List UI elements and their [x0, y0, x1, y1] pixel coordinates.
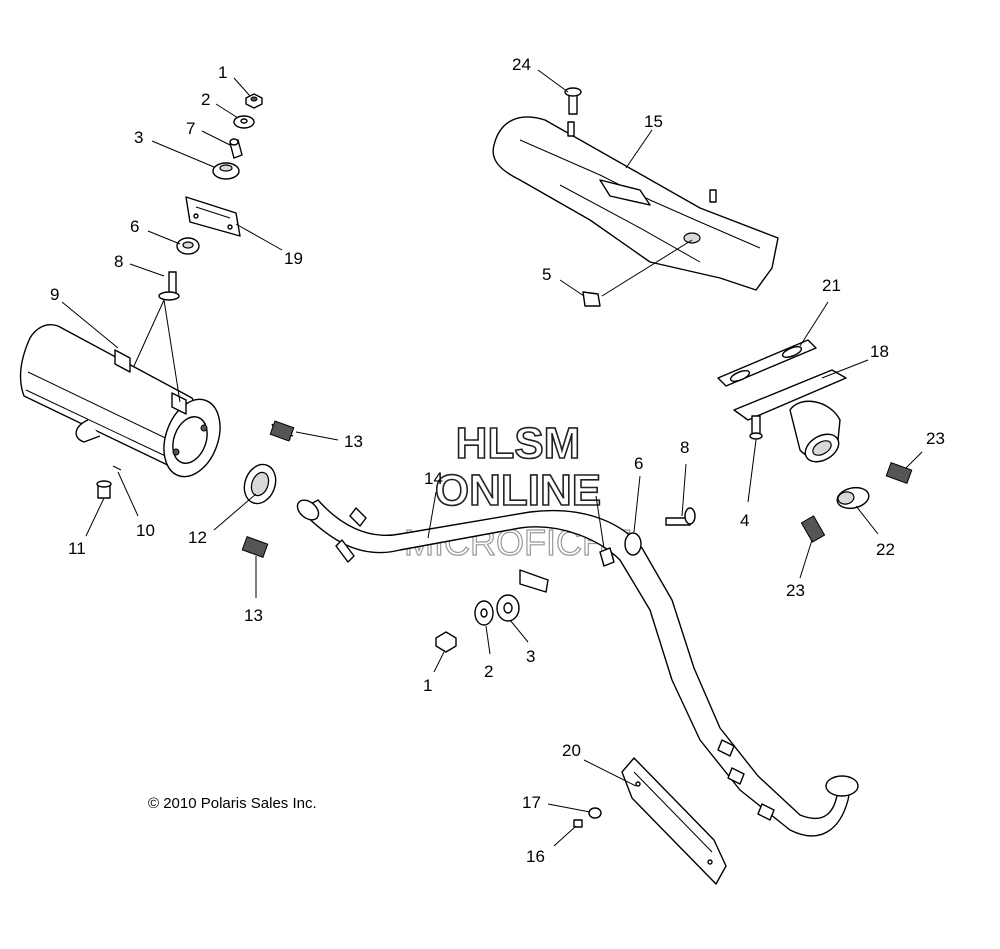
gasket-12 — [243, 463, 277, 505]
callout-12: 12 — [188, 528, 207, 547]
heat-shield — [492, 116, 779, 291]
callout-18: 18 — [870, 342, 889, 361]
callout-5: 5 — [542, 265, 551, 284]
spring-upper — [269, 420, 295, 442]
callout-labels: 1 2 7 3 19 6 8 9 13 10 11 12 13 24 15 5 … — [50, 55, 945, 866]
leader-lines — [61, 69, 923, 847]
spring-23-lower — [800, 515, 826, 543]
nut-top — [245, 93, 263, 109]
callout-3: 3 — [134, 128, 143, 147]
watermark-line1: HLSM — [456, 419, 581, 468]
callout-9: 9 — [50, 285, 59, 304]
callout-23-lower: 23 — [786, 581, 805, 600]
flange-18 — [733, 369, 847, 463]
callout-2-lower: 2 — [484, 662, 493, 681]
callout-10: 10 — [136, 521, 155, 540]
washer-6-right — [624, 532, 642, 556]
callout-1: 1 — [218, 63, 227, 82]
stud-4 — [749, 415, 763, 440]
callout-13-upper: 13 — [344, 432, 363, 451]
nut-1-lower — [435, 631, 457, 653]
callout-16: 16 — [526, 847, 545, 866]
screw-16 — [573, 819, 583, 828]
callout-23-right: 23 — [926, 429, 945, 448]
callout-7: 7 — [186, 119, 195, 138]
watermark-line2: ONLINE — [435, 466, 601, 515]
callout-14: 14 — [424, 469, 443, 488]
head-pipe — [296, 499, 859, 837]
callout-11: 11 — [68, 539, 86, 558]
bolt-11 — [96, 480, 112, 499]
grommet-5 — [582, 291, 601, 307]
callout-6-right: 6 — [634, 454, 643, 473]
spacer-6-right — [599, 547, 615, 567]
grommet-left — [176, 237, 200, 255]
callout-8: 8 — [114, 252, 123, 271]
callout-22: 22 — [876, 540, 895, 559]
callout-2: 2 — [201, 90, 210, 109]
callout-15: 15 — [644, 112, 663, 131]
washer-2-lower — [474, 600, 494, 626]
bolt-8-right — [665, 507, 696, 526]
bolt-24 — [564, 87, 582, 115]
washer-17 — [588, 807, 602, 819]
spacer-top — [229, 138, 243, 159]
spring-lower — [241, 536, 269, 558]
spring-23-right — [885, 462, 913, 484]
lower-heat-shield — [621, 757, 727, 885]
callout-3-lower: 3 — [526, 647, 535, 666]
callout-17: 17 — [522, 793, 541, 812]
copyright-text: © 2010 Polaris Sales Inc. — [148, 795, 317, 812]
callout-6: 6 — [130, 217, 139, 236]
muffler — [19, 324, 221, 478]
washer-top — [233, 115, 255, 129]
callout-19: 19 — [284, 249, 303, 268]
callout-20: 20 — [562, 741, 581, 760]
bracket-plate — [185, 196, 241, 237]
callout-21: 21 — [822, 276, 841, 295]
gasket-21 — [717, 339, 817, 387]
callout-8-right: 8 — [680, 438, 689, 457]
grommet-top — [212, 162, 240, 180]
washer-3-lower — [496, 594, 520, 622]
callout-1-lower: 1 — [423, 676, 432, 695]
stud-bolt — [158, 271, 180, 301]
callout-4: 4 — [740, 511, 749, 530]
callout-13-lower: 13 — [244, 606, 263, 625]
callout-24: 24 — [512, 55, 531, 74]
tailpipe-spring-small — [112, 465, 122, 471]
gasket-22 — [836, 486, 870, 510]
